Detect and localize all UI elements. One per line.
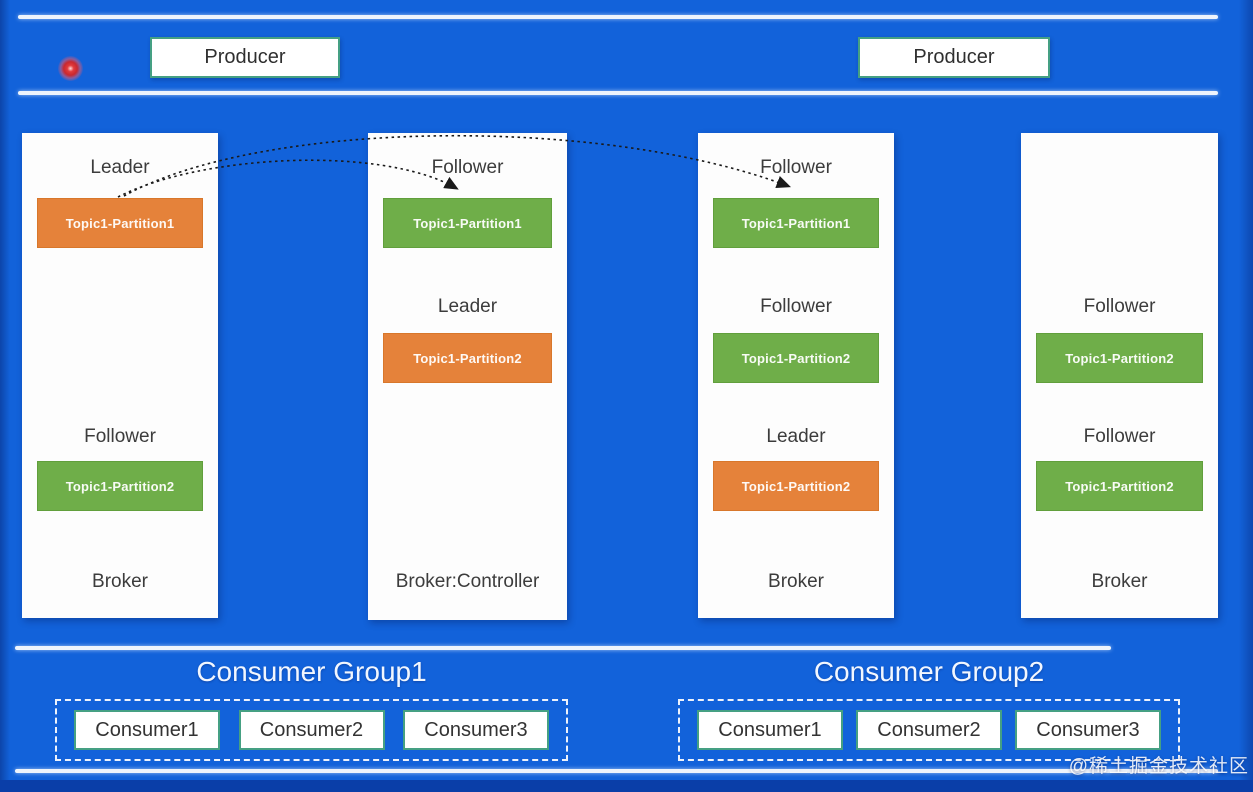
producer-box-1: Producer xyxy=(150,37,340,78)
partition-box-leader: Topic1-Partition2 xyxy=(713,461,879,511)
role-label: Follower xyxy=(84,426,156,447)
broker-column-3: Follower Topic1-Partition1 Follower Topi… xyxy=(698,133,894,618)
broker-name: Broker:Controller xyxy=(395,571,540,592)
broker-row-bottom-line xyxy=(15,646,1111,650)
consumer-group-2-box: Consumer1 Consumer2 Consumer3 xyxy=(678,699,1180,761)
frame-right-shade xyxy=(1239,0,1253,780)
broker-column-1: Leader Topic1-Partition1 Follower Topic1… xyxy=(22,133,218,618)
consumer-box: Consumer2 xyxy=(856,710,1002,750)
partition-box-leader: Topic1-Partition1 xyxy=(37,198,203,248)
site-watermark: @稀土掘金技术社区 xyxy=(1068,756,1249,777)
consumer-box: Consumer3 xyxy=(1015,710,1161,750)
role-label: Follower xyxy=(760,296,832,317)
consumer-row-bottom-line xyxy=(15,769,1218,773)
consumer-box: Consumer3 xyxy=(403,710,549,750)
role-label: Leader xyxy=(437,296,498,317)
partition-box-follower: Topic1-Partition2 xyxy=(37,461,203,511)
broker-name: Broker xyxy=(92,571,148,592)
bottom-bar xyxy=(0,780,1253,792)
consumer-group-1-title: Consumer Group1 xyxy=(196,656,427,687)
role-label: Leader xyxy=(766,426,826,447)
consumer-box: Consumer1 xyxy=(697,710,843,750)
broker-column-4: Follower Topic1-Partition2 Follower Topi… xyxy=(1021,133,1218,618)
partition-box-follower: Topic1-Partition2 xyxy=(1036,461,1203,511)
role-label: Follower xyxy=(1083,426,1156,447)
recording-dot-icon xyxy=(58,56,83,81)
consumer-box: Consumer2 xyxy=(238,710,385,750)
top-rule-line xyxy=(18,15,1218,19)
partition-box-follower: Topic1-Partition2 xyxy=(713,333,879,383)
broker-column-2: Follower Topic1-Partition1 Leader Topic1… xyxy=(368,133,567,620)
partition-box-leader: Topic1-Partition2 xyxy=(383,333,552,383)
consumer-group-1-box: Consumer1 Consumer2 Consumer3 xyxy=(55,699,568,761)
producer-box-2: Producer xyxy=(858,37,1050,78)
partition-box-follower: Topic1-Partition1 xyxy=(713,198,879,248)
role-label: Follower xyxy=(431,157,504,178)
broker-name: Broker xyxy=(768,571,824,592)
role-label: Leader xyxy=(90,157,150,178)
consumer-group-2-title: Consumer Group2 xyxy=(813,656,1045,687)
consumer-box: Consumer1 xyxy=(74,710,220,750)
role-label: Follower xyxy=(1083,296,1156,317)
broker-name: Broker xyxy=(1091,571,1148,592)
partition-box-follower: Topic1-Partition2 xyxy=(1036,333,1203,383)
frame-left-shade xyxy=(0,0,10,792)
role-label: Follower xyxy=(760,157,832,178)
partition-box-follower: Topic1-Partition1 xyxy=(383,198,552,248)
producer-row-bottom-line xyxy=(18,91,1218,95)
